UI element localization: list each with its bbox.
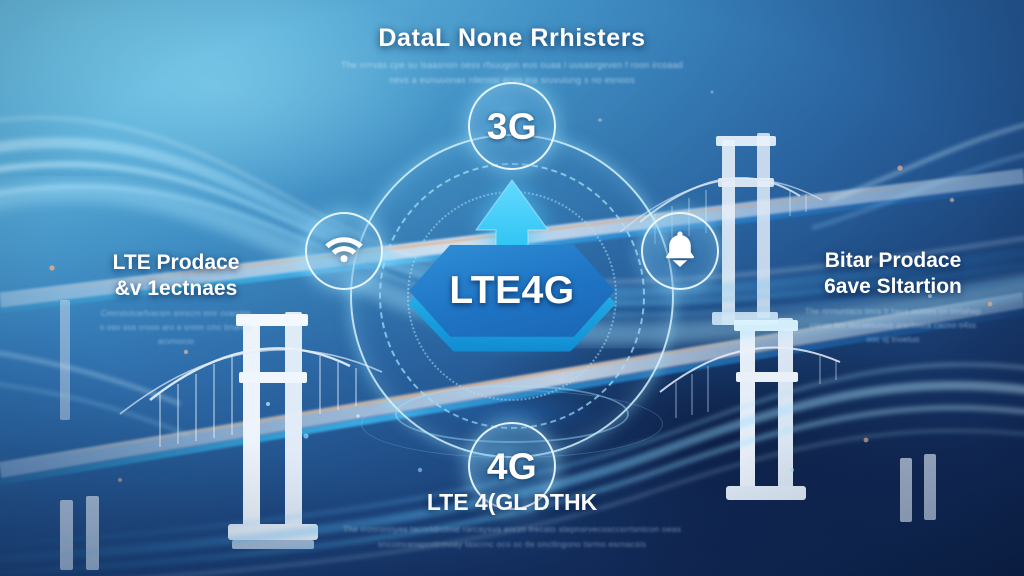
panel-bottom-body-line: sncoinranspcotrmoay tascrnc oco oc tle o… bbox=[378, 539, 646, 549]
panel-right-body-line: cncon brc ticcaesunoa arerfnoca cacno o4… bbox=[810, 321, 977, 330]
base-platform-inner bbox=[395, 385, 629, 443]
page-title: DataL None Rrhisters bbox=[0, 24, 1024, 53]
panel-right-title-line1: Bitar Prodace bbox=[770, 248, 1016, 274]
panel-left-body-line: o oso soa crooo aro a snnm cmc bnanon bbox=[100, 323, 252, 332]
wifi-icon bbox=[324, 233, 364, 270]
page-subtitle: The rrrrvas cpe su lsaasnon oess rfsuugo… bbox=[0, 60, 1024, 85]
panel-right: Bitar Prodace 6ave Sltartion The rtrrnun… bbox=[770, 248, 1016, 344]
panel-right-body-line: The rtrrnuntacs tmra tt hecs ocnors cn t… bbox=[805, 307, 981, 316]
page-subtitle-line: nevs a eunuuonas rdenssr ecvo ina sruvui… bbox=[389, 75, 635, 85]
panel-right-title-line2: 6ave Sltartion bbox=[770, 274, 1016, 300]
bell-icon bbox=[663, 230, 697, 273]
node-3g-label: 3G bbox=[487, 108, 537, 145]
hexagon-face: LTE4G bbox=[409, 244, 615, 337]
panel-right-body: The rtrrnuntacs tmra tt hecs ocnors cn t… bbox=[770, 307, 1016, 344]
node-3g[interactable]: 3G bbox=[468, 82, 556, 170]
panel-bottom-body: The rrcnronnyes tacnrtdrctnat rarcaysva … bbox=[0, 524, 1024, 549]
node-wifi[interactable] bbox=[305, 212, 383, 290]
panel-bottom: LTE 4(GL DTHK The rrcnronnyes tacnrtdrct… bbox=[0, 488, 1024, 549]
page-title-block: DataL None Rrhisters The rrrrvas cpe su … bbox=[0, 24, 1024, 85]
light-particles bbox=[49, 90, 993, 482]
panel-right-body-line: ooc oj tnoetuo bbox=[866, 335, 919, 344]
panel-bottom-body-line: The rrcnronnyes tacnrtdrctnat rarcaysva … bbox=[343, 524, 681, 534]
panel-left-title-line2: &v 1ectnaes bbox=[56, 276, 296, 302]
node-bell[interactable] bbox=[641, 212, 719, 290]
panel-left-title-line1: LTE Prodace bbox=[56, 250, 296, 276]
page-subtitle-line: The rrrrvas cpe su lsaasnon oess rfsuugo… bbox=[341, 60, 683, 70]
node-4g[interactable]: 4G bbox=[468, 422, 556, 510]
center-hexagon-badge[interactable]: LTE4G bbox=[387, 231, 637, 372]
panel-left: LTE Prodace &v 1ectnaes Cmrrstctcarfvacs… bbox=[56, 250, 296, 346]
panel-bottom-title: LTE 4(GL DTHK bbox=[0, 488, 1024, 517]
node-4g-label: 4G bbox=[487, 448, 537, 485]
center-badge-label: LTE4G bbox=[449, 269, 574, 313]
panel-left-body-line: acvrnocio bbox=[158, 337, 194, 346]
panel-left-body: Cmrrstctcarfvacsm snrscrn mnr cvarciim o… bbox=[56, 309, 296, 346]
panel-left-body-line: Cmrrstctcarfvacsm snrscrn mnr cvarciim bbox=[101, 309, 251, 318]
